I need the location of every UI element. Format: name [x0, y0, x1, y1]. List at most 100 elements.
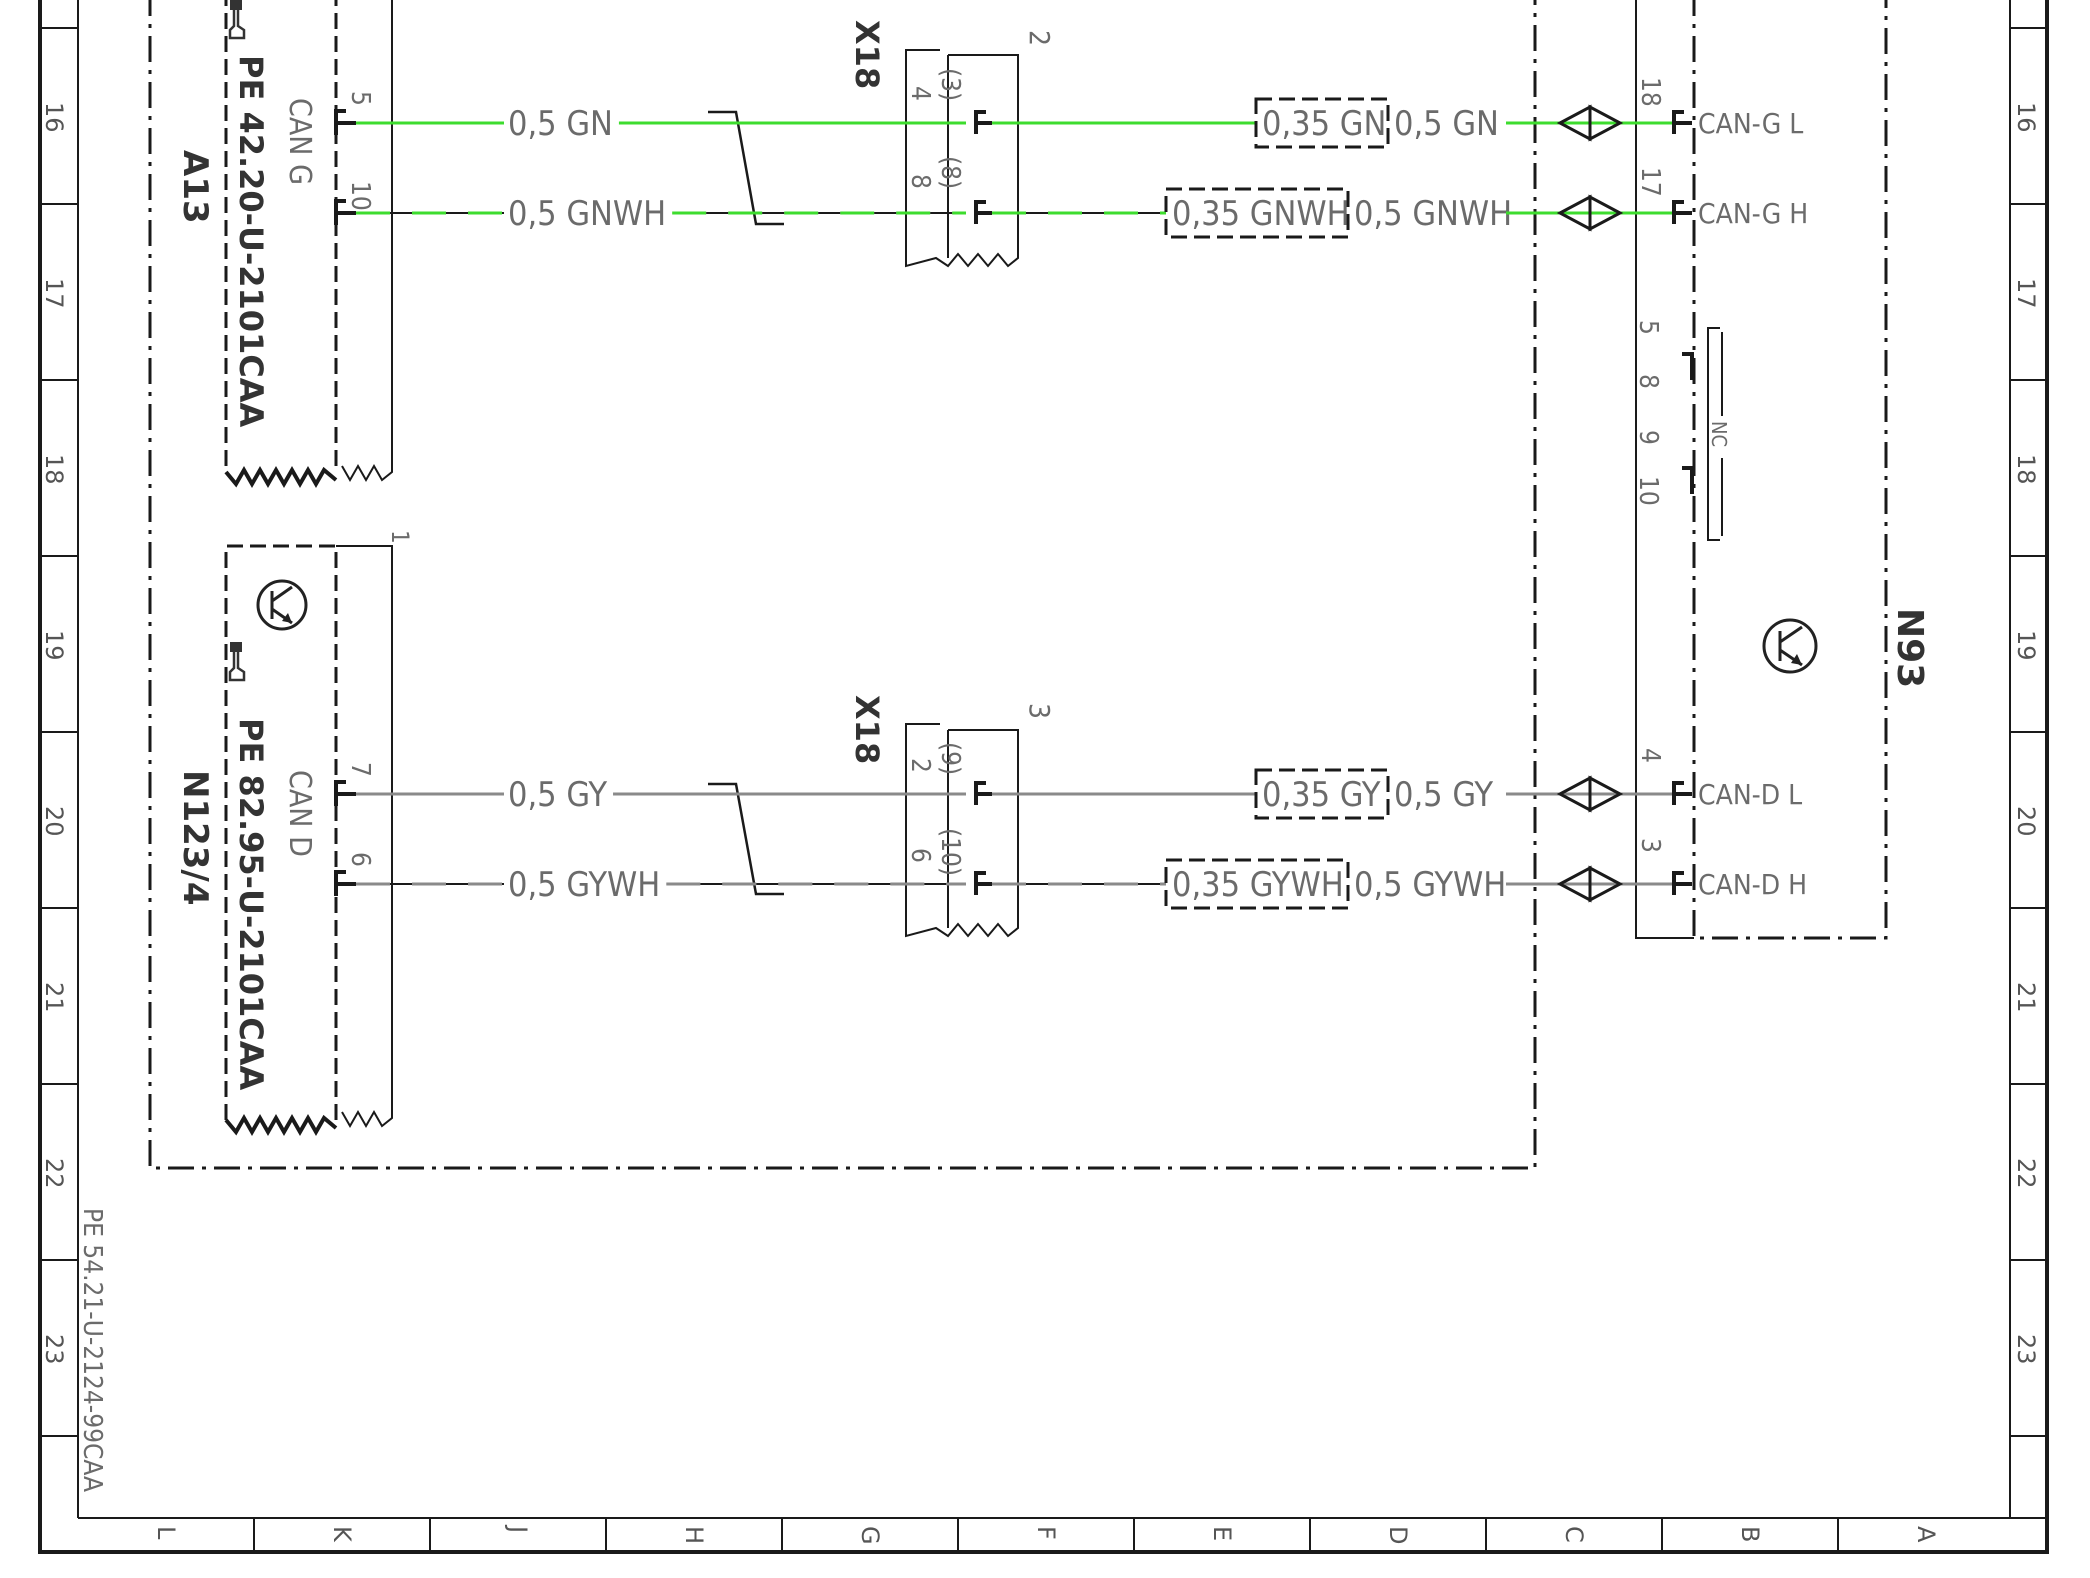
module-n93-nc-label: NC [1707, 421, 1731, 447]
bidirectional-arrow-icon [1556, 104, 1624, 142]
module-a13-bus: CAN G [282, 98, 317, 185]
module-n93-nc-pin-2: 8 [1633, 374, 1663, 389]
wire-label-left: 0,5 GY [508, 775, 607, 815]
n93-pin-terminal [1672, 110, 1692, 134]
n93-pin-number: 18 [1635, 77, 1665, 107]
module-n93-nc-pin-4: 10 [1633, 476, 1663, 506]
grid-col-label: L [152, 1526, 180, 1540]
bidirectional-arrow-icon [1556, 194, 1624, 232]
module-n123-outline [224, 544, 338, 1120]
module-a13[interactable]: A13 PE 42.20-U-2101CAA CAN G [175, 0, 393, 489]
grid-row-label: 22 [40, 1158, 68, 1189]
module-pin-terminal [334, 780, 356, 806]
connector-x18-bottom-number: 3 [1023, 703, 1056, 719]
module-a13-ref: PE 42.20-U-2101CAA [232, 55, 270, 428]
grid-row-label: 19 [40, 630, 68, 661]
wire-label-left: 0,5 GN [508, 104, 613, 144]
wire-label-left: 0,5 GNWH [508, 194, 666, 234]
grid-row-label: 23 [2012, 1334, 2040, 1365]
grid-ticks [40, 27, 2047, 1552]
module-n93-housing [1635, 0, 1694, 939]
n93-pin-label: CAN-G H [1698, 197, 1808, 230]
module-pin-terminal [334, 199, 356, 225]
drawing-frame [38, 0, 2049, 1554]
module-n93-nc-pin-3: 9 [1633, 430, 1663, 445]
connector-x18-top-id: X18 [848, 20, 886, 89]
harness-boundary [148, 0, 1537, 1170]
connector-x18-bottom-pin-1: 2 [905, 758, 935, 773]
document-pointer-icon [228, 642, 246, 682]
connector-pin-terminal [974, 200, 992, 224]
module-n93-id: N93 [1889, 608, 1930, 688]
n93-pin-number: 3 [1635, 838, 1665, 853]
splice-label: 0,35 GNWH [1172, 194, 1350, 234]
connector-x18-bottom-alt-pin-2: (10) [935, 828, 965, 876]
connector-x18-bottom-housing [905, 723, 1019, 938]
connector-x18-bottom-pin-2: 6 [905, 848, 935, 863]
module-n123-break [224, 1113, 338, 1137]
module-pin-terminal [334, 109, 356, 135]
module-n123-4[interactable]: 1 N123/4 PE 82.95-U-2101CAA CAN D [175, 530, 414, 1137]
n93-pin-terminal [1672, 200, 1692, 224]
n93-pin-terminal [1672, 781, 1692, 805]
grid-row-label: 16 [2012, 102, 2040, 133]
connector-x18-top-alt-pin-2: (8) [935, 156, 965, 189]
grid-col-label: B [1736, 1526, 1764, 1542]
connector-x18-top-pin-1: 4 [905, 86, 935, 101]
connector-x18-top-number: 2 [1023, 30, 1056, 46]
wire-label-right: 0,5 GYWH [1354, 865, 1506, 905]
document-reference: PE 54.21-U-2124-99CAA [77, 1208, 107, 1492]
twisted-pair-marker-top [708, 110, 784, 226]
connector-pin-terminal [974, 871, 992, 895]
n93-pin-number: 17 [1635, 167, 1665, 197]
connector-x18-top-housing [905, 49, 1019, 268]
twisted-pair-marker-bottom [708, 782, 784, 896]
module-a13-break [224, 465, 338, 489]
splice-box [1254, 768, 1390, 820]
grid-col-label: K [328, 1526, 356, 1543]
grid-col-label: E [1208, 1526, 1236, 1541]
splice-box [1164, 187, 1350, 239]
module-a13-id: A13 [175, 150, 215, 224]
connector-pin-terminal [974, 781, 992, 805]
splice-box [1164, 858, 1350, 910]
grid-col-label: G [856, 1526, 884, 1545]
wire-label-right: 0,5 GNWH [1354, 194, 1512, 234]
connector-x18-bottom[interactable]: X18 3 2 6 (9) (10) [848, 695, 1056, 938]
module-n93-nc-pin-1: 5 [1633, 320, 1663, 335]
module-n123-bus: CAN D [282, 770, 317, 857]
module-n93[interactable]: N93 5 8 9 10 NC [1633, 0, 1930, 940]
module-n123-housing [336, 545, 393, 1129]
connector-x18-top[interactable]: X18 2 4 8 (3) (8) [848, 20, 1056, 268]
n93-pin-number: 4 [1635, 748, 1665, 763]
bidirectional-arrow-icon [1556, 775, 1624, 813]
grid-row-label: 19 [2012, 630, 2040, 661]
grid-row-label: 20 [2012, 806, 2040, 837]
wire-label-right: 0,5 GN [1394, 104, 1499, 144]
grid-row-label: 20 [40, 806, 68, 837]
module-a13-housing [341, 0, 393, 483]
connector-x18-top-alt-pin-1: (3) [935, 68, 965, 101]
splice-label: 0,35 GN [1262, 104, 1386, 144]
grid-col-label: A [1912, 1526, 1940, 1543]
grid-row-label: 21 [2012, 982, 2040, 1013]
splice-box [1254, 97, 1390, 149]
bidirectional-arrow-icon [1556, 865, 1624, 903]
connector-pin-terminal [974, 110, 992, 134]
grid-col-label: F [1032, 1526, 1060, 1540]
module-pin-number: 5 [345, 91, 375, 106]
grid-row-label: 16 [40, 102, 68, 133]
grid-col-label: D [1384, 1526, 1412, 1544]
module-n123-id: N123/4 [175, 770, 215, 906]
module-n123-connector-no: 1 [386, 530, 414, 544]
n93-pin-label: CAN-D L [1698, 778, 1802, 811]
transistor-icon [1762, 618, 1818, 674]
transistor-icon [256, 579, 308, 631]
